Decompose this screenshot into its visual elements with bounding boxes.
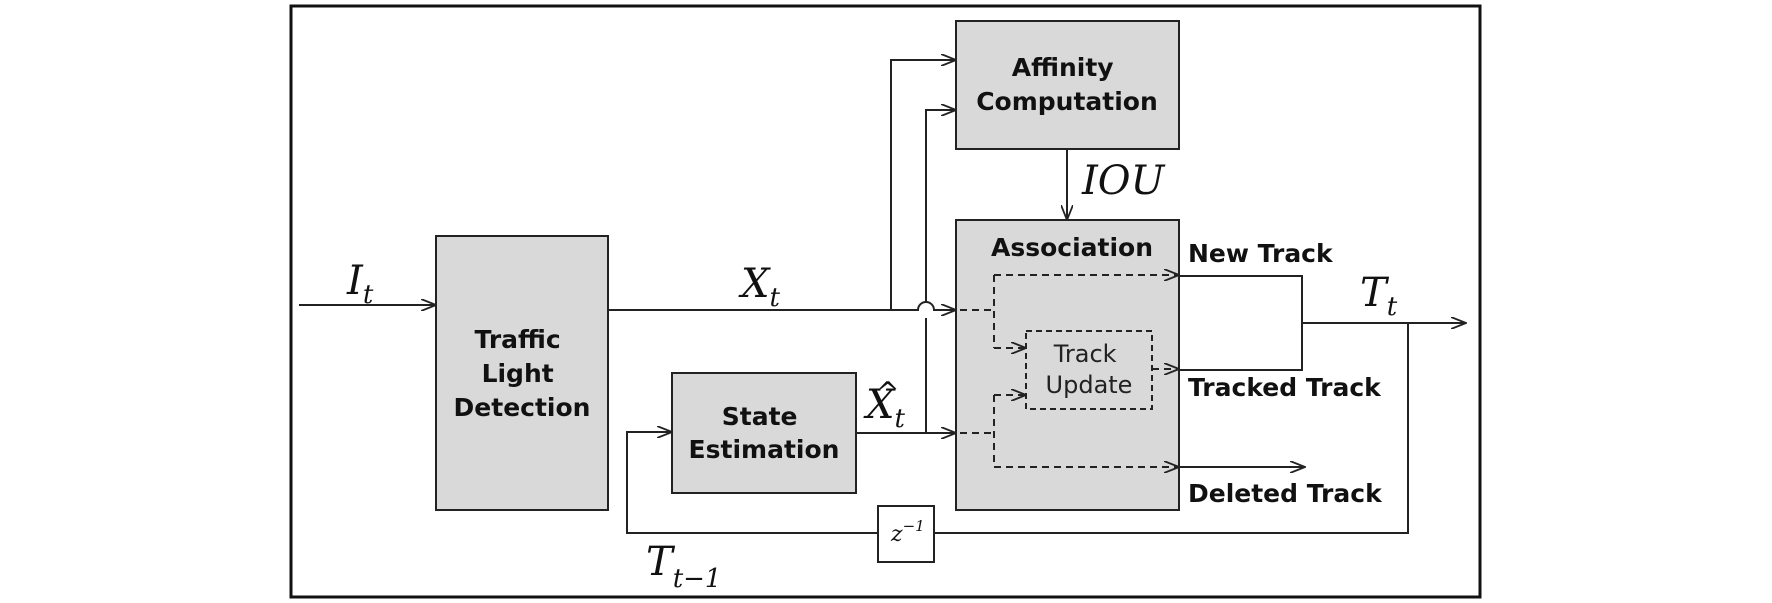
- detection-label-line-1: Traffic: [475, 325, 561, 354]
- affinity-label-line-1: Affinity: [1012, 53, 1114, 82]
- feedback-to-state-estimation-arrow: [626, 432, 878, 534]
- estimates-symbol: ^ Xt: [863, 376, 905, 434]
- diagram-frame: [289, 4, 1482, 599]
- association-internal-routing: [960, 275, 1179, 467]
- state-estimation-label-line-2: Estimation: [689, 435, 840, 464]
- detection-label-line-2: Light: [482, 359, 554, 388]
- affinity-computation-block: Affinity Computation: [955, 20, 1180, 150]
- detection-label-line-3: Detection: [454, 393, 591, 422]
- affinity-label-line-2: Computation: [976, 87, 1158, 116]
- delay-base: z: [890, 522, 903, 547]
- svg-text:Xt: Xt: [863, 382, 905, 434]
- state-estimation-block: State Estimation: [671, 372, 857, 494]
- new-track-label: New Track: [1188, 239, 1334, 268]
- feedback-line-right: [934, 323, 1409, 534]
- svg-text:Affinity Computation: Affinity Computation: [976, 53, 1158, 116]
- svg-text:z−1: z−1: [890, 517, 925, 547]
- tracked-track-label: Tracked Track: [1188, 373, 1382, 402]
- track-update-label-line-1: Track: [1053, 340, 1117, 368]
- estimates-hat: ^: [876, 376, 899, 409]
- estimates-to-affinity-arrow: [925, 110, 956, 302]
- deleted-track-label: Deleted Track: [1188, 479, 1383, 508]
- association-label: Association: [991, 233, 1153, 262]
- delay-block: z−1: [877, 505, 935, 563]
- delay-exponent: −1: [903, 517, 925, 535]
- output-merge-lines: [1179, 275, 1303, 371]
- output-symbol: Tt: [1360, 270, 1398, 322]
- previous-tracks-symbol: Tt−1: [646, 539, 721, 594]
- state-estimation-label-line-1: State: [722, 402, 798, 431]
- detections-to-association-arrow: [608, 301, 956, 310]
- input-symbol: It: [346, 258, 374, 310]
- svg-text:Traffic Light Dete: Traffic Light Detection: [454, 325, 591, 422]
- iou-symbol: IOU: [1081, 158, 1166, 204]
- svg-text:Track Update: Track Update: [1046, 340, 1133, 399]
- detections-symbol: Xt: [738, 261, 780, 313]
- svg-text:State Estimation: State Estimation: [689, 402, 840, 464]
- detections-to-affinity-arrow: [890, 60, 956, 310]
- track-update-block: Track Update: [1025, 330, 1153, 410]
- track-update-label-line-2: Update: [1046, 371, 1133, 399]
- traffic-light-detection-block: Traffic Light Detection: [435, 235, 609, 511]
